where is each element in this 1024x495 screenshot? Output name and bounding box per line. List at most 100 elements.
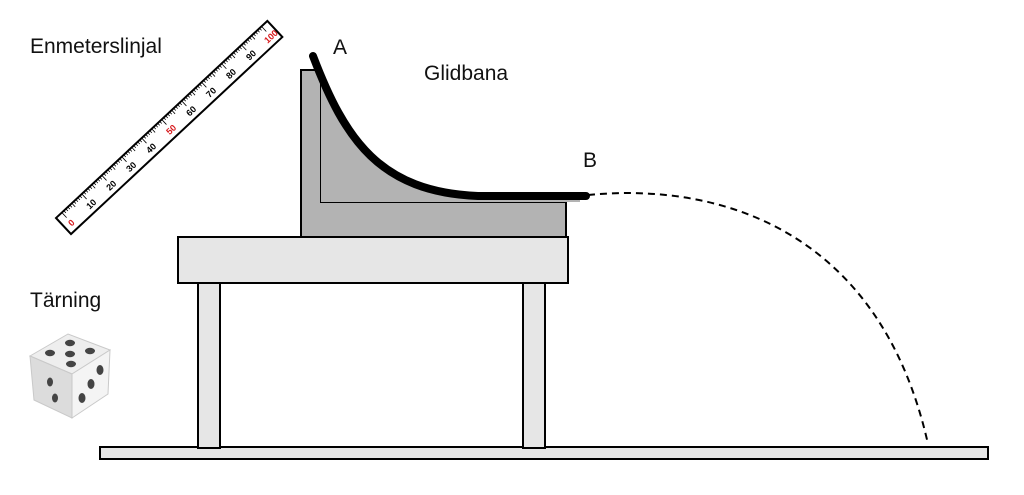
ruler-tick <box>97 178 101 182</box>
ruler-tick-label: 10 <box>84 197 98 211</box>
ruler-tick-label: 50 <box>164 123 178 137</box>
ruler-tick <box>153 126 157 130</box>
ruler-tick <box>165 115 169 119</box>
ruler-tick <box>119 158 123 162</box>
ruler-tick <box>101 175 107 181</box>
ruler-tick <box>241 44 247 51</box>
ruler-tick <box>123 154 127 158</box>
ruler-tick <box>63 210 67 214</box>
ruler-tick <box>73 201 77 204</box>
ruler-tick <box>117 160 121 163</box>
die-pip <box>47 377 53 387</box>
ruler-tick <box>105 171 109 175</box>
ruler-tick <box>187 94 190 98</box>
ruler-tick <box>207 76 210 80</box>
ruler-tick <box>95 180 99 184</box>
ruler-tick <box>175 106 178 109</box>
ruler-tick <box>155 124 159 128</box>
ruler-tick <box>237 48 240 52</box>
ruler-tick <box>223 61 226 65</box>
ruler-tick <box>75 199 79 202</box>
ruler-tick <box>151 128 156 133</box>
ruler-tick <box>149 130 153 134</box>
die-pip <box>85 347 95 355</box>
table-leg-left <box>197 282 221 449</box>
table-top <box>177 236 569 284</box>
ruler-tick <box>253 33 256 37</box>
die-label: Tärning <box>30 289 101 312</box>
ruler-tick <box>107 169 111 173</box>
ruler-tick <box>255 31 258 35</box>
ruler-tick <box>133 145 137 148</box>
ruler-tick <box>111 165 116 170</box>
ruler-tick <box>137 141 141 145</box>
ruler-tick <box>131 147 136 152</box>
ruler-tick <box>229 55 232 59</box>
ruler-tick-label: 60 <box>184 104 198 118</box>
ruler-tick-label: 20 <box>104 178 118 192</box>
ruler-tick <box>71 202 76 208</box>
ruler-tick <box>83 191 87 195</box>
ruler-tick <box>211 72 216 77</box>
ruler-tick <box>87 188 91 191</box>
ruler-tick <box>65 208 69 212</box>
ruler-tick <box>135 143 139 147</box>
ruler-ticks <box>61 26 267 218</box>
ruler-tick <box>181 100 187 107</box>
ruler-tick <box>183 98 186 102</box>
ruler-tick <box>81 193 87 200</box>
die-pip <box>96 365 104 375</box>
ruler-tick <box>67 206 71 210</box>
ruler-tick <box>69 204 73 208</box>
point-b-label: B <box>583 149 597 172</box>
ruler-tick <box>239 46 242 50</box>
ruler-tick <box>245 40 248 44</box>
ruler-tick <box>171 109 176 115</box>
ruler-tick <box>197 85 200 89</box>
ruler-tick <box>161 119 167 125</box>
ruler-tick-label: 80 <box>224 67 238 81</box>
ruler-tick <box>219 65 222 68</box>
ruler-tick <box>159 121 163 124</box>
ruler-tick <box>231 54 236 59</box>
ruler-tick <box>121 156 127 163</box>
die-pip <box>45 349 55 357</box>
ruler-tick <box>139 139 143 143</box>
ruler-tick <box>93 182 97 186</box>
ruler-tick <box>225 59 228 63</box>
ruler-tick <box>251 35 256 40</box>
ruler-tick <box>221 63 227 69</box>
ruler-tick <box>209 74 212 78</box>
ruler-tick <box>243 42 246 46</box>
ruler-tick <box>247 39 250 42</box>
ruler-tick <box>261 26 267 32</box>
ruler-tick <box>203 80 206 83</box>
ruler-tick <box>189 93 192 96</box>
track-label: Glidbana <box>424 62 508 85</box>
ruler-tick <box>99 176 103 180</box>
ruler-tick <box>129 148 133 152</box>
point-a-label: A <box>333 36 347 59</box>
table <box>177 236 569 449</box>
ruler-tick <box>127 150 131 154</box>
ruler-tick <box>201 81 207 88</box>
ruler-tick <box>109 167 113 171</box>
ruler-tick <box>191 91 196 96</box>
ruler-tick <box>177 104 180 108</box>
ruler-tick <box>157 122 161 126</box>
ruler-tick-label: 70 <box>204 85 218 99</box>
ruler-tick-label: 0 <box>66 217 76 228</box>
die-pip <box>78 393 86 403</box>
die-pip <box>87 379 95 389</box>
ruler-tick <box>257 29 260 33</box>
ruler-tick <box>115 162 119 165</box>
die-pip <box>65 350 75 358</box>
ruler-tick <box>77 197 81 201</box>
ruler-tick <box>217 67 220 70</box>
die-top-pips <box>45 339 95 368</box>
ruler-tick <box>125 152 129 156</box>
ruler-tick <box>249 37 252 40</box>
ruler-tick <box>193 89 196 93</box>
